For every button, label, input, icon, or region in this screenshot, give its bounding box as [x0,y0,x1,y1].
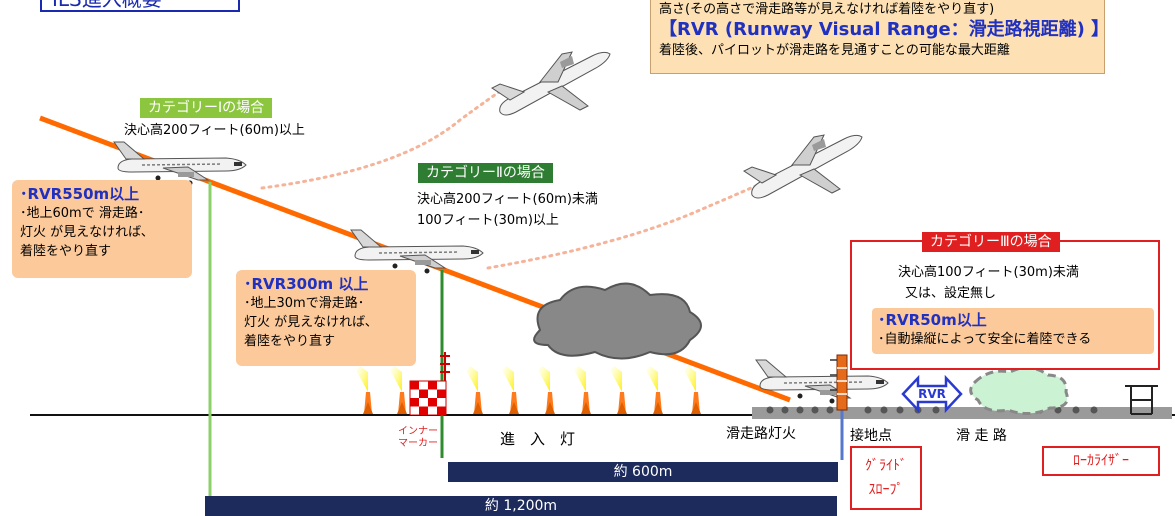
glide-slope-label-1: ｸﾞﾗｲﾄﾞ [865,458,907,474]
cat3-decision-height-1: 決心高100フィート(30m)未満 [898,265,1079,280]
missed-approach-path-cat1 [260,86,507,190]
cat3-note: ･RVR50m以上 ･自動操縦によって安全に着陸できる [872,308,1154,354]
cat2-note: ･RVR300m 以上 ･地上30mで滑走路･ 灯火 が見えなければ､ 着陸をや… [236,270,416,366]
touchdown-label: 接地点 [850,428,892,444]
cat2-rvr: ･RVR300m 以上 [244,275,369,293]
glide-slope-antenna [830,354,848,411]
rvr-heading: 【RVR (Runway Visual Range：滑走路視距離) 】 [659,19,1110,40]
missed-approach-path-cat2 [486,182,762,270]
rvr-arrow [901,374,963,414]
runway-lights-label: 滑走路灯火 [726,426,796,442]
page-title: ILS進入概要 [40,0,240,12]
inner-marker-label: インナー マーカー [396,426,440,450]
decision-height-definition: 高さ(その高さで滑走路等が見えなければ着陸をやり直す) [659,2,995,17]
cloud [533,282,702,360]
cat1-note: ･RVR550m以上 ･地上60mで 滑走路･ 灯火 が見えなければ､ 着陸をや… [12,180,192,278]
cat1-note-line: 着陸をやり直す [20,244,112,259]
cat3-tag: カテゴリーⅢの場合 [922,232,1060,252]
inner-marker [409,352,450,416]
cat2-decision-height-2: 100フィート(30m)以上 [417,213,559,228]
distance-600m-bar: 約 600m [448,462,838,482]
cat2-note-line: 灯火 が見えなければ､ [244,315,372,330]
plane-cat1 [113,141,247,187]
approach-lights [356,366,701,414]
plane-cat2 [350,229,484,275]
cat2-note-line: ･地上30mで滑走路･ [244,296,365,311]
localizer-antenna [1125,385,1158,415]
cat1-decision-height: 決心高200フィート(60m)以上 [124,123,305,138]
cat3-note-text: ･自動操縦によって安全に着陸できる [878,332,1092,347]
cat3-decision-height-2: 又は、設定無し [905,286,997,301]
runway-label: 滑 走 路 [956,428,1007,444]
cat1-note-line: 灯火 が見えなければ､ [20,225,148,240]
localizer-label: ﾛｰｶﾗｲｻﾞｰ [1042,446,1160,476]
definition-box: 高さ(その高さで滑走路等が見えなければ着陸をやり直す) 【RVR (Runway… [650,0,1110,74]
inner-marker-label-2: マーカー [398,438,438,449]
cat1-tag: カテゴリーⅠの場合 [140,98,273,118]
glide-slope-label: ｸﾞﾗｲﾄﾞ ｽﾛｰﾌﾟ [850,446,922,510]
cat1-note-line: ･地上60mで 滑走路･ [20,206,145,221]
distance-1200m-bar: 約 1,200m [205,496,837,516]
glide-slope-label-2: ｽﾛｰﾌﾟ [868,482,904,498]
cat2-note-line: 着陸をやり直す [244,334,336,349]
plane-climb-1 [491,51,611,116]
cat2-decision-height-1: 決心高200フィート(60m)未満 [417,192,598,207]
inner-marker-label-1: インナー [398,426,438,437]
plane-climb-2 [743,134,863,199]
cat1-rvr: ･RVR550m以上 [20,185,140,203]
rvr-definition: 着陸後、パイロットが滑走路を見通すことの可能な最大距離 [659,43,1010,58]
cat3-rvr: ･RVR50m以上 [878,311,987,329]
approach-lights-label: 進 入 灯 [500,430,576,448]
fog [969,366,1069,415]
rvr-arrow-label: RVR [918,387,946,401]
cat2-tag: カテゴリーⅡの場合 [418,163,553,183]
runway-surface [752,407,1172,419]
